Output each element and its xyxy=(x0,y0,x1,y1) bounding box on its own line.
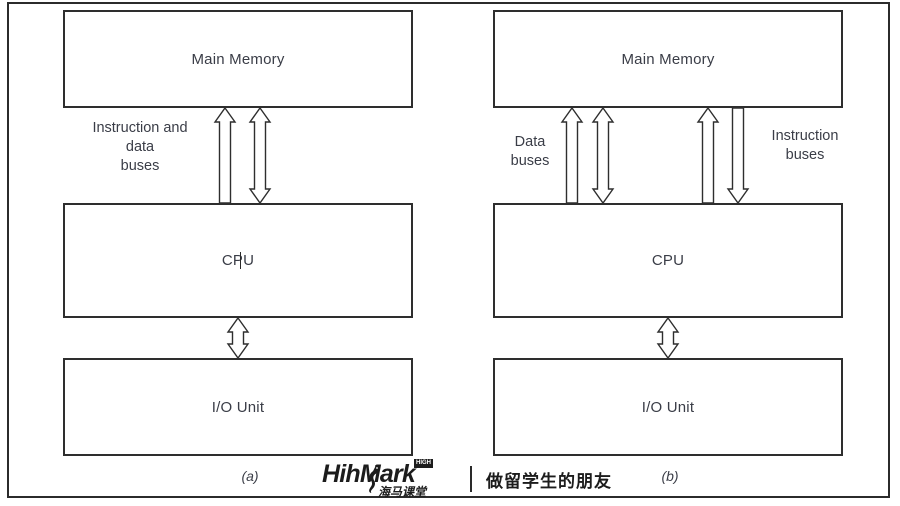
seahorse-icon xyxy=(369,465,380,493)
instruction-buses-label: Instruction buses xyxy=(771,128,839,163)
instruction-and-data-buses-label: Instruction and data buses xyxy=(92,120,188,174)
highmark-logo-text: HihMark xyxy=(322,460,416,488)
data-bus-up-arrow xyxy=(560,106,584,204)
caption-b: (b) xyxy=(661,468,679,484)
memory-to-cpu-read-arrow xyxy=(213,106,237,204)
instruction-bus-down-arrow xyxy=(726,107,750,205)
outer-frame-border xyxy=(7,2,890,498)
memory-cpu-bidirectional-arrow xyxy=(248,106,272,205)
panel-von-neumann: Main Memory CPU I/O Unit Instruction and… xyxy=(10,0,450,506)
arrows-panel-b xyxy=(560,106,750,360)
cpu-to-io-bidirectional-arrow xyxy=(226,316,250,360)
instruction-bus-up-arrow xyxy=(696,106,720,204)
highmark-logo: HihMark HIGH 海马课堂 xyxy=(322,459,458,499)
io-unit-box-a[interactable]: I/O Unit xyxy=(63,358,413,456)
panel-harvard: Main Memory CPU I/O Unit Data buses Inst… xyxy=(440,0,880,506)
io-unit-box-b[interactable]: I/O Unit xyxy=(493,358,843,456)
watermark: HihMark HIGH 海马课堂 做留学生的朋友 xyxy=(322,458,612,500)
watermark-divider xyxy=(470,466,472,492)
cpu-to-io-bidirectional-arrow-b xyxy=(656,316,680,360)
text-caret xyxy=(240,252,241,269)
highmark-logo-badge: HIGH xyxy=(414,459,433,468)
data-bus-bidirectional-arrow xyxy=(591,106,615,205)
arrows-panel-a xyxy=(213,106,272,360)
highmark-logo-chinese: 海马课堂 xyxy=(378,485,427,499)
main-memory-box-b[interactable]: Main Memory xyxy=(493,10,843,108)
data-buses-label: Data buses xyxy=(510,134,550,169)
caption-a: (a) xyxy=(241,468,259,484)
main-memory-box-a[interactable]: Main Memory xyxy=(63,10,413,108)
watermark-slogan: 做留学生的朋友 xyxy=(486,471,612,492)
